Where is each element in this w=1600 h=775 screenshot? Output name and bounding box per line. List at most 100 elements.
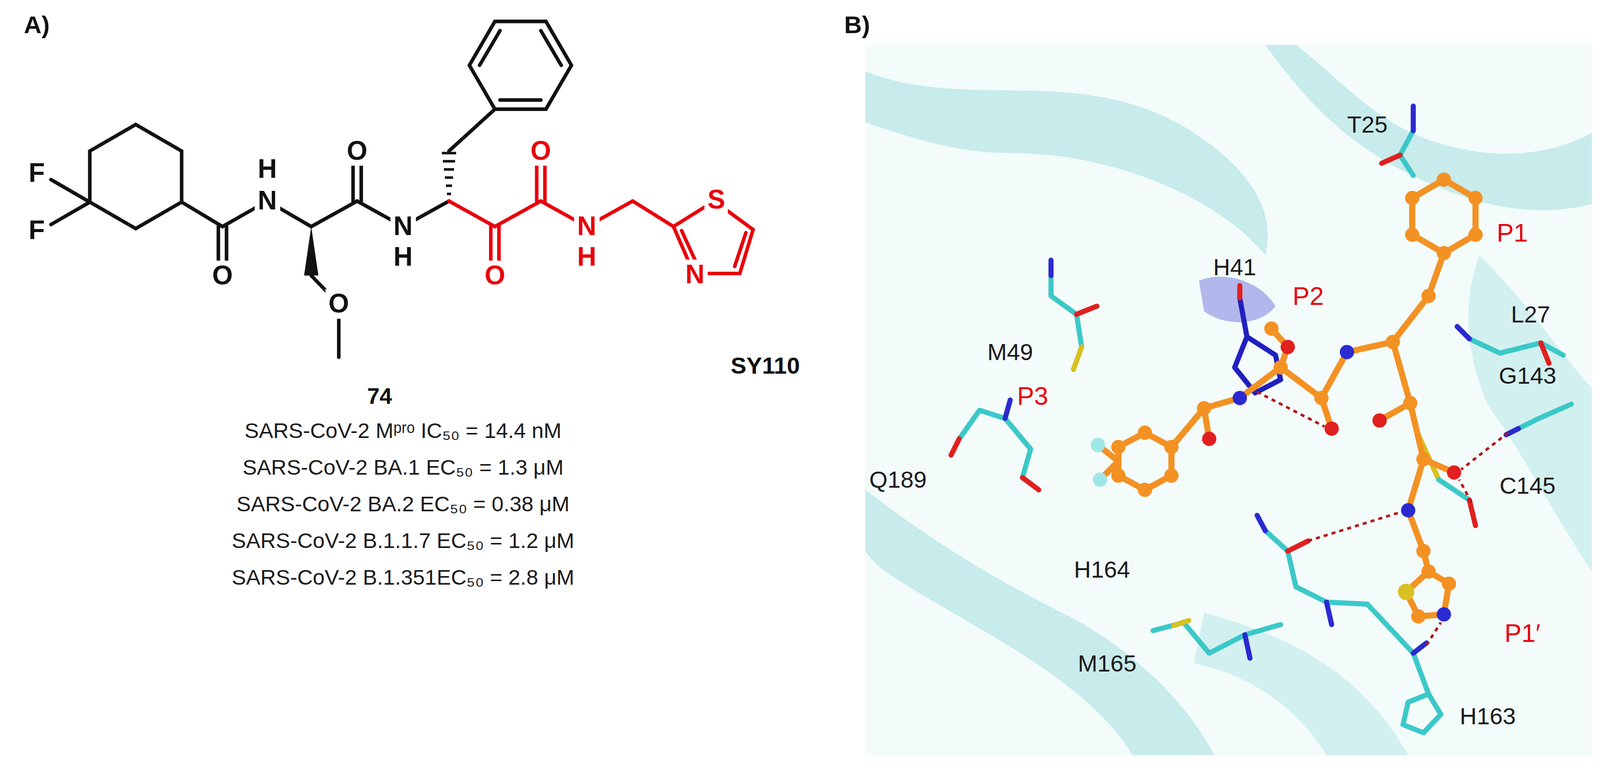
- residue-sticks-part: [1469, 500, 1476, 526]
- residue-sticks-part: [1234, 297, 1281, 393]
- structure-bonds-part: [479, 30, 501, 66]
- hydrogen-bonds-part: [1308, 512, 1401, 541]
- ligand-atoms-part: [1398, 583, 1415, 601]
- residue-sticks-part: [1518, 404, 1572, 429]
- hydrogen-bonds-part: [1459, 479, 1472, 503]
- residue-sticks-part: [1004, 400, 1010, 419]
- activity-value: SARS-CoV-2 BA.2 EC₅₀ = 0.38 μM: [236, 492, 570, 516]
- ligand-atoms-part: [1372, 413, 1387, 428]
- residue-sticks-part: [1287, 540, 1309, 551]
- atom-label: H: [390, 242, 416, 273]
- ligand-atoms-part: [1090, 437, 1105, 452]
- hashed-bond-part: [443, 168, 454, 171]
- residue-sticks-part: [1438, 479, 1470, 501]
- compound-number: 74: [367, 384, 393, 408]
- atom-label: O: [527, 136, 554, 167]
- residue-sticks-part: [1051, 275, 1082, 348]
- hashed-bond: [441, 153, 456, 194]
- ligand-atoms-part: [1092, 472, 1107, 487]
- residue-sticks-part: [1237, 285, 1243, 298]
- residue-sticks-part: [951, 438, 960, 456]
- panel-label: B): [844, 11, 870, 38]
- ligand-atoms-part: [1421, 288, 1436, 303]
- activity-value: SARS-CoV-2 BA.1 EC₅₀ = 1.3 μM: [242, 455, 564, 479]
- ligand-atoms-part: [1111, 468, 1126, 483]
- ligand-atoms-part: [1468, 190, 1483, 205]
- atom-label: O: [344, 136, 371, 167]
- residue-sticks-part: [1413, 642, 1427, 653]
- ligand-atoms-part: [1324, 421, 1339, 436]
- atom-label: O: [325, 289, 353, 320]
- residue-sticks-part: [1244, 634, 1250, 659]
- atom-label: N: [254, 186, 280, 217]
- hydrogen-bonds-part: [1256, 391, 1325, 427]
- ligand-atoms-part: [1405, 190, 1420, 205]
- ligand-atoms-part: [1137, 482, 1153, 497]
- ligand-atoms-part: [1436, 172, 1451, 187]
- residue-label: M49: [987, 339, 1034, 365]
- ligand-atoms-part: [1436, 607, 1451, 622]
- ligand-atoms-part: [1446, 465, 1461, 480]
- structure-bonds-part: [540, 30, 562, 66]
- hashed-bond-part: [444, 176, 453, 179]
- structure-bonds-part: [181, 201, 223, 227]
- hydrogen-bonds: [1256, 391, 1509, 645]
- ligand-sticks: [1097, 179, 1476, 617]
- ligand-atoms-part: [1264, 321, 1279, 336]
- structure-bonds-part: [500, 98, 541, 102]
- atom-label: O: [481, 260, 509, 291]
- pocket-label: P2: [1292, 282, 1324, 310]
- protein-background-part: [865, 489, 1215, 755]
- ligand-atoms-part: [1196, 401, 1211, 416]
- ketoamide-bonds-part: [632, 200, 674, 227]
- compound-name: SY110: [730, 353, 800, 378]
- residue-sticks-part: [1381, 155, 1401, 164]
- structure-bonds: [51, 21, 572, 358]
- hydrogen-bonds-part: [1461, 432, 1509, 470]
- residue-sticks-part: [1400, 130, 1414, 176]
- atom-label: O: [208, 260, 236, 291]
- residue-sticks-part: [1073, 347, 1082, 370]
- atom-label: N: [574, 211, 600, 242]
- residue-sticks-part: [1256, 515, 1266, 531]
- activity-value: SARS-CoV-2 B.1.351EC₅₀ = 2.8 μM: [232, 566, 575, 590]
- ligand-atoms-part: [1385, 334, 1400, 349]
- residue-sticks-part: [1367, 604, 1429, 695]
- residue-sticks-part: [1540, 343, 1549, 364]
- atom-label: S: [704, 184, 729, 215]
- residue-label: M165: [1077, 650, 1137, 676]
- ligand-atoms-part: [1164, 439, 1179, 454]
- residue-label: L27: [1511, 301, 1551, 327]
- residue-label: T25: [1346, 111, 1388, 137]
- atom-label: N: [390, 211, 416, 242]
- residue-sticks-part: [1410, 105, 1416, 131]
- atom-label: F: [25, 215, 48, 246]
- ketoamide-bonds-part: [734, 232, 746, 267]
- residue-sticks-part: [1022, 477, 1040, 490]
- protein-background-part: [1198, 276, 1276, 322]
- hashed-bond-part: [445, 184, 452, 187]
- protein-background-part: [865, 44, 1592, 755]
- hashed-bond-part: [442, 159, 455, 163]
- residue-sticks-part: [1469, 338, 1564, 356]
- activity-value: SARS-CoV-2 B.1.1.7 EC₅₀ = 1.2 μM: [232, 529, 575, 553]
- ketoamide-bonds: [448, 159, 754, 274]
- residue-label: H163: [1459, 704, 1517, 729]
- ligand-atoms: [1090, 172, 1483, 624]
- residue-sticks-part: [1173, 620, 1189, 626]
- ligand-sticks-part: [1171, 408, 1205, 447]
- wedge-bond: [304, 226, 319, 276]
- structure-bonds-part: [89, 124, 182, 229]
- structure-bonds-part: [469, 21, 572, 110]
- atom-label: N: [682, 259, 708, 290]
- atom-label: H: [254, 154, 280, 185]
- hashed-bond-part: [446, 192, 451, 196]
- ligand-atoms-part: [1468, 227, 1483, 242]
- activity-value: SARS-CoV-2 Mᵖʳᵒ IC₅₀ = 14.4 nM: [244, 419, 562, 442]
- structure-bonds-part: [51, 179, 90, 203]
- protein-background-part: [1468, 255, 1592, 572]
- residue-label: H164: [1074, 556, 1131, 582]
- ligand-atoms-part: [1421, 564, 1436, 579]
- structure-bonds-part: [51, 201, 90, 225]
- ligand-atoms-part: [1164, 468, 1179, 483]
